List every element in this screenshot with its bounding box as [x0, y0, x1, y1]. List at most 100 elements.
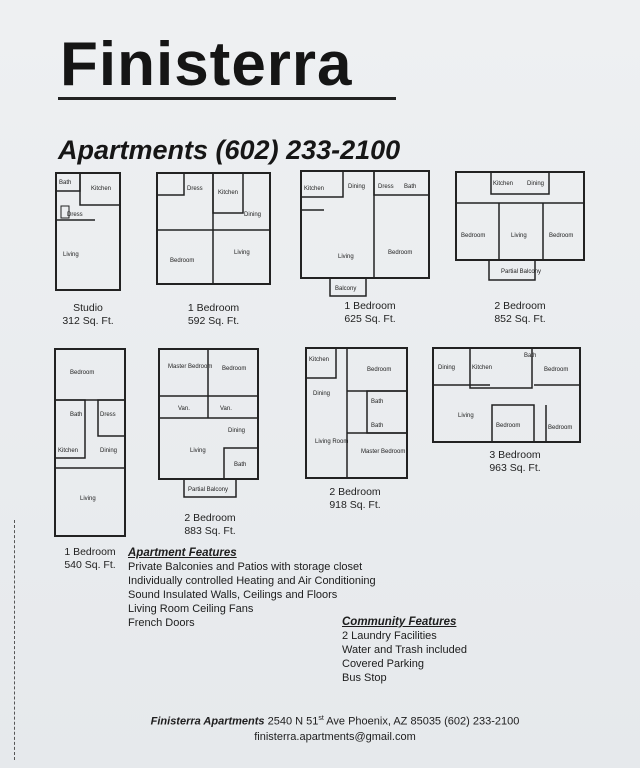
- plan-caption: 2 Bedroom 852 Sq. Ft.: [480, 300, 560, 326]
- room-label: Bedroom: [367, 367, 391, 373]
- plan-size: 852 Sq. Ft.: [494, 313, 546, 325]
- room-label: Kitchen: [58, 448, 78, 454]
- room-label: Bedroom: [222, 366, 246, 372]
- plan-caption: 2 Bedroom 918 Sq. Ft.: [315, 486, 395, 512]
- apartment-features: Apartment Features Private Balconies and…: [128, 546, 376, 630]
- room-label: Dress: [378, 184, 394, 190]
- room-label: Bedroom: [549, 233, 573, 239]
- room-label: Bedroom: [548, 425, 572, 431]
- community-item: Bus Stop: [342, 672, 387, 684]
- room-label: Dining: [228, 428, 245, 434]
- room-label: Living: [63, 252, 79, 258]
- community-item: Covered Parking: [342, 658, 424, 670]
- room-label: Bedroom: [496, 423, 520, 429]
- room-label: Partial Balcony: [501, 269, 541, 275]
- footer-contact: Finisterra Apartments 2540 N 51st Ave Ph…: [0, 711, 640, 745]
- floor-plan-2br-852: Kitchen Dining Bedroom Living Bedroom Pa…: [455, 171, 585, 283]
- plan-name: 2 Bedroom: [329, 486, 381, 498]
- room-label: Bath: [371, 399, 383, 405]
- room-label: Bedroom: [461, 233, 485, 239]
- community-features: Community Features 2 Laundry Facilities …: [342, 615, 467, 685]
- plan-caption: Studio 312 Sq. Ft.: [55, 302, 121, 328]
- room-label: Bedroom: [388, 250, 412, 256]
- plan-caption: 2 Bedroom 883 Sq. Ft.: [170, 512, 250, 538]
- plan-caption: 1 Bedroom 592 Sq. Ft.: [156, 302, 271, 328]
- plan-caption: 1 Bedroom 540 Sq. Ft.: [50, 546, 130, 572]
- floor-plan-3br-963: Dining Kitchen Bath Bedroom Living Bedro…: [432, 347, 582, 445]
- plan-size: 963 Sq. Ft.: [489, 462, 541, 474]
- room-label: Dress: [100, 412, 116, 418]
- room-label: Kitchen: [304, 186, 324, 192]
- room-label: Bath: [371, 423, 383, 429]
- footer-email: finisterra.apartments@gmail.com: [254, 730, 416, 743]
- floor-plan-1br-625: Kitchen Dining Dress Bath Living Bedroom…: [300, 170, 430, 300]
- room-label: Kitchen: [493, 181, 513, 187]
- plan-size: 918 Sq. Ft.: [329, 499, 381, 511]
- room-label: Dining: [438, 365, 455, 371]
- room-label: Van.: [178, 406, 190, 412]
- plan-size: 312 Sq. Ft.: [62, 315, 114, 327]
- plan-name: Studio: [73, 302, 103, 314]
- room-label: Bedroom: [170, 258, 194, 264]
- page-edge-line: [14, 520, 16, 760]
- page-subtitle: Apartments (602) 233-2100: [58, 135, 401, 165]
- room-label: Kitchen: [218, 190, 238, 196]
- floor-plan-1br-540: Bedroom Bath Dress Kitchen Dining Living: [54, 348, 126, 538]
- page-title: Finisterra: [60, 30, 353, 99]
- room-label: Living: [234, 250, 250, 256]
- footer-name: Finisterra Apartments: [150, 715, 265, 728]
- room-label: Dining: [348, 184, 365, 190]
- room-label: Bath: [524, 353, 536, 359]
- plan-name: 2 Bedroom: [184, 512, 236, 524]
- floor-plan-2br-918: Kitchen Bedroom Dining Bath Bath Living …: [305, 347, 409, 481]
- room-label: Bedroom: [544, 367, 568, 373]
- room-label: Kitchen: [91, 186, 111, 192]
- room-label: Dress: [187, 186, 203, 192]
- room-label: Living Room: [315, 439, 348, 445]
- plan-name: 1 Bedroom: [187, 302, 240, 314]
- plan-size: 540 Sq. Ft.: [64, 559, 116, 571]
- room-label: Partial Balcony: [188, 487, 228, 493]
- room-label: Kitchen: [309, 357, 329, 363]
- footer-address: 2540 N 51: [267, 715, 319, 728]
- room-label: Master Bedroom: [168, 364, 212, 370]
- room-label: Living: [80, 496, 96, 502]
- plan-caption: 3 Bedroom 963 Sq. Ft.: [475, 449, 555, 475]
- footer-address-rest: Ave Phoenix, AZ 85035 (602) 233-2100: [326, 715, 520, 728]
- plan-size: 883 Sq. Ft.: [184, 525, 236, 537]
- room-label: Dining: [313, 391, 330, 397]
- footer-address-line: Finisterra Apartments 2540 N 51st Ave Ph…: [0, 711, 640, 730]
- community-item: 2 Laundry Facilities: [342, 630, 437, 642]
- title-underline: [58, 97, 396, 100]
- footer-address-suffix: st: [318, 715, 324, 722]
- room-label: Van.: [220, 406, 232, 412]
- room-label: Bath: [404, 184, 416, 190]
- community-features-heading: Community Features: [342, 616, 457, 628]
- floor-plan-studio: Bath Kitchen Dress Living: [55, 172, 121, 292]
- room-label: Bedroom: [70, 370, 94, 376]
- room-label: Kitchen: [472, 365, 492, 371]
- plan-size: 592 Sq. Ft.: [187, 315, 240, 327]
- room-label: Living: [511, 233, 527, 239]
- feature-item: Individually controlled Heating and Air …: [128, 575, 376, 587]
- floor-plan-1br-592: Dress Kitchen Dining Bedroom Living: [156, 172, 271, 286]
- feature-item: French Doors: [128, 617, 195, 629]
- room-label: Dress: [67, 212, 83, 218]
- room-label: Living: [190, 448, 206, 454]
- room-label: Dining: [244, 212, 261, 218]
- room-label: Bath: [234, 462, 246, 468]
- apartment-features-heading: Apartment Features: [128, 547, 237, 559]
- room-label: Master Bedroom: [361, 449, 405, 455]
- room-label: Dining: [527, 181, 544, 187]
- plan-size: 625 Sq. Ft.: [344, 313, 396, 325]
- feature-item: Private Balconies and Patios with storag…: [128, 561, 363, 573]
- plan-name: 1 Bedroom: [344, 300, 396, 312]
- room-label: Living: [338, 254, 354, 260]
- plan-name: 3 Bedroom: [489, 449, 541, 461]
- room-label: Living: [458, 413, 474, 419]
- room-label: Balcony: [335, 286, 356, 292]
- plan-name: 2 Bedroom: [494, 300, 546, 312]
- feature-item: Sound Insulated Walls, Ceilings and Floo…: [128, 589, 338, 601]
- feature-item: Living Room Ceiling Fans: [128, 603, 254, 615]
